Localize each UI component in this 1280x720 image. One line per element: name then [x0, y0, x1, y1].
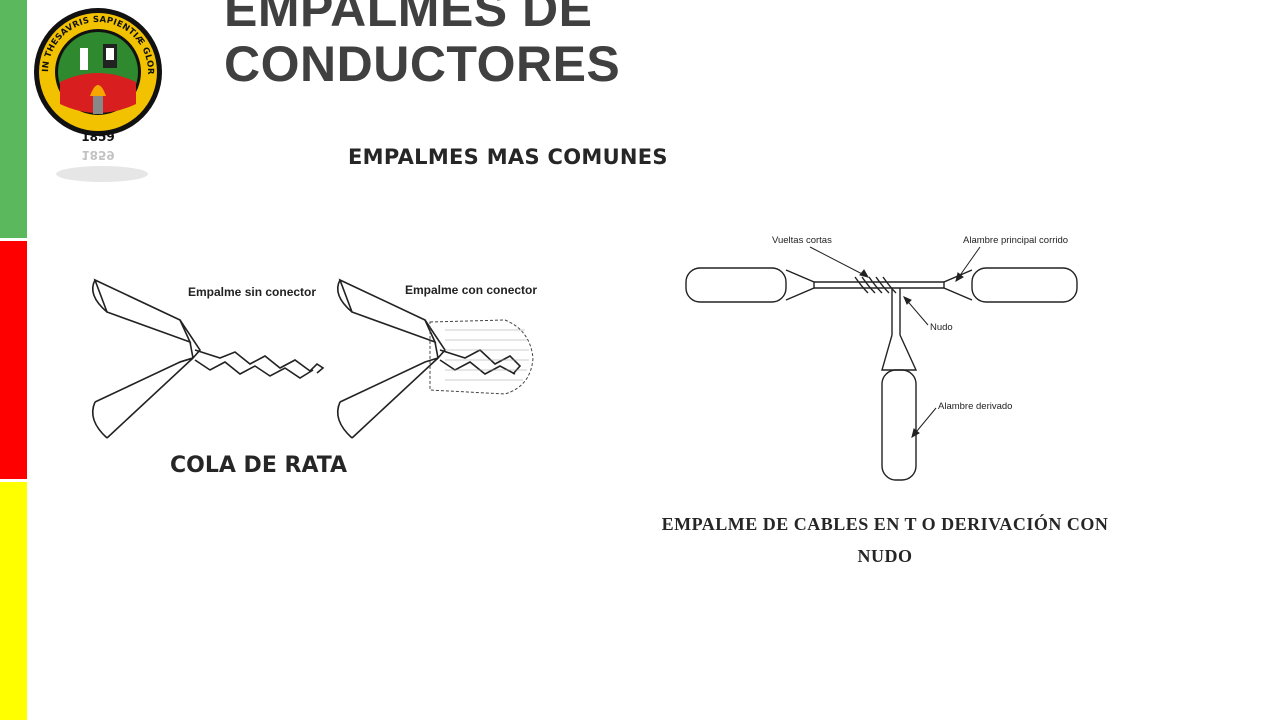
stripe-green	[0, 0, 27, 238]
rat-tail-splice-illustration: Empalme sin conector Empalme con conecto…	[85, 270, 545, 442]
logo-year-reflection: 1859	[81, 148, 114, 162]
stripe-red	[0, 241, 27, 479]
t-splice-illustration: Vueltas cortas Alambre principal corrido…	[680, 225, 1090, 485]
stripe-yellow	[0, 482, 27, 720]
t-splice-caption-line1: EMPALME DE CABLES EN T O DERIVACIÓN CON	[661, 514, 1109, 534]
label-with-connector: Empalme con conector	[405, 283, 537, 297]
label-without-connector: Empalme sin conector	[188, 285, 316, 299]
label-knot: Nudo	[930, 322, 953, 333]
label-branch-wire: Alambre derivado	[938, 401, 1012, 412]
slide-title-line2: CONDUCTORES	[224, 36, 621, 92]
slide-subtitle: EMPALMES MAS COMUNES	[348, 145, 668, 169]
logo-year: 1859	[81, 130, 114, 144]
university-logo: IN THESAVRIS SAPIENTIÆ GLORIFICATIO VITÆ…	[23, 0, 168, 194]
t-splice-caption: EMPALME DE CABLES EN T O DERIVACIÓN CON …	[590, 508, 1180, 572]
t-splice-caption-line2: NUDO	[857, 546, 913, 566]
rat-tail-caption: COLA DE RATA	[170, 453, 348, 478]
slide-title-line1: EMPALMES DE	[224, 0, 593, 37]
label-short-turns: Vueltas cortas	[772, 235, 832, 246]
label-main-wire: Alambre principal corrido	[963, 235, 1068, 246]
slide-title: EMPALMES DE CONDUCTORES	[224, 0, 620, 92]
